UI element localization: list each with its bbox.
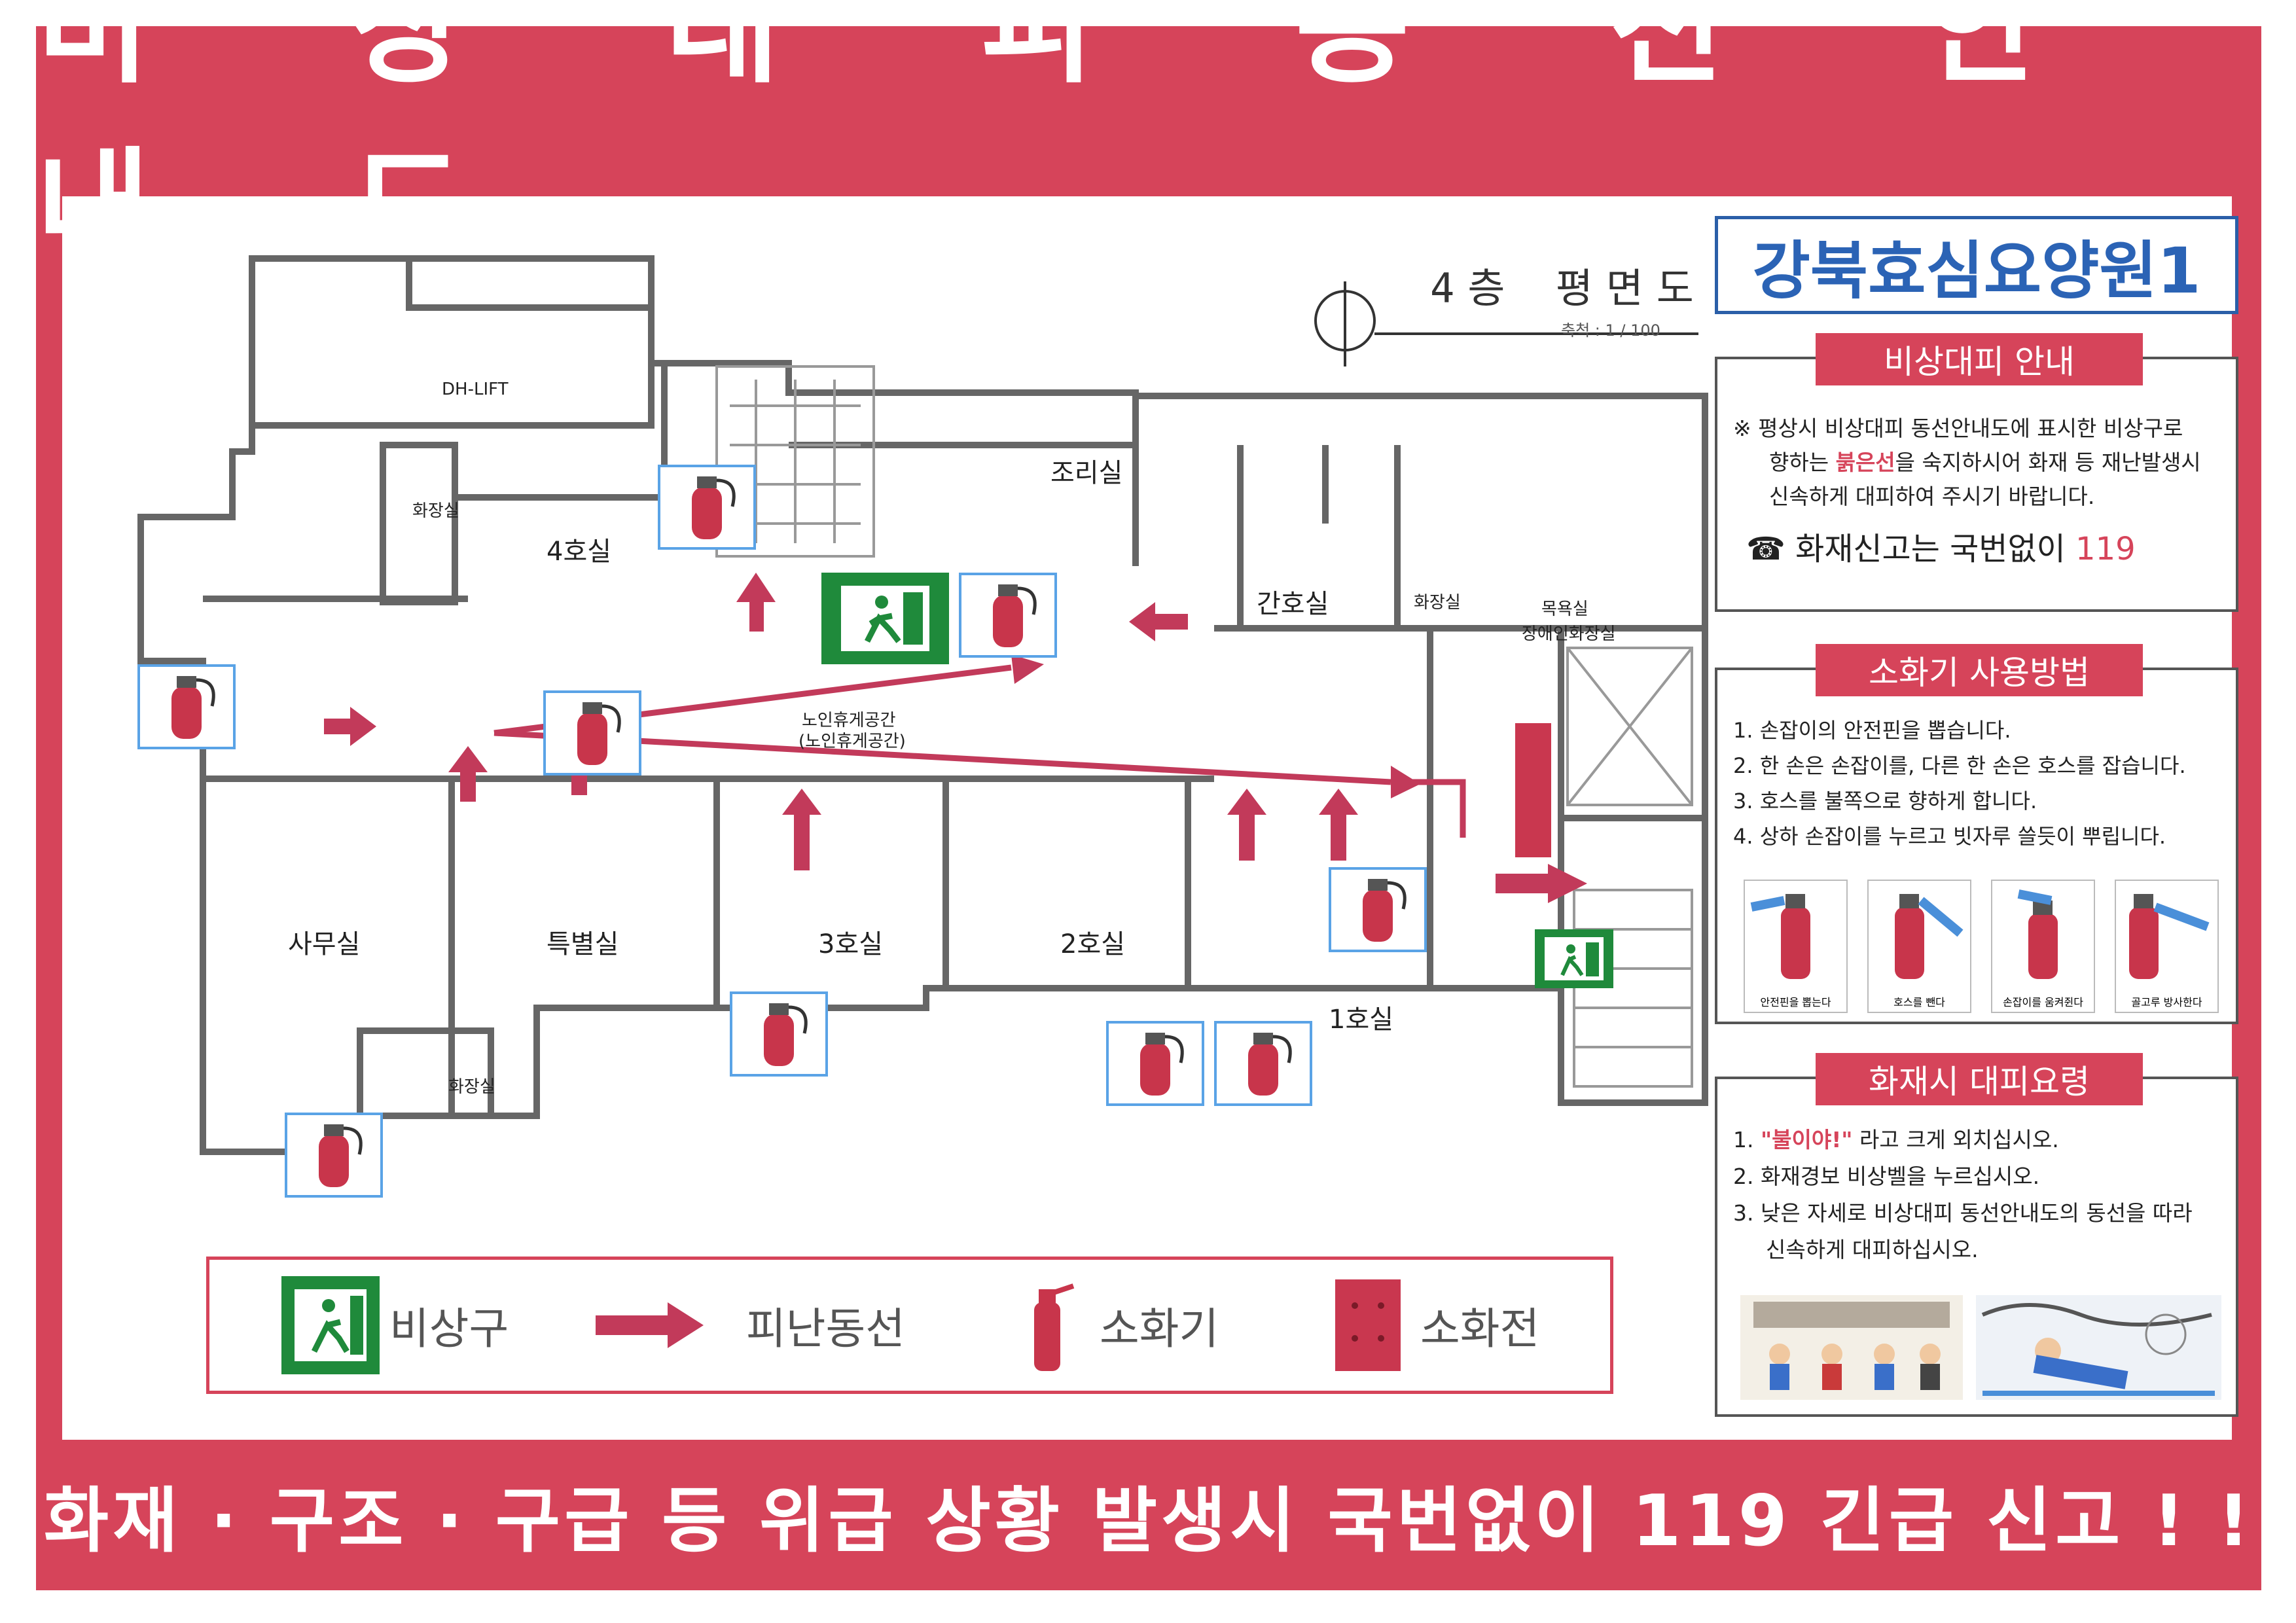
extinguisher-marker xyxy=(658,465,756,550)
evac-guide-line-2a: 향하는 xyxy=(1769,450,1836,475)
extinguisher-howto-heading: 소화기 사용방법 xyxy=(1816,644,2143,696)
phone-icon: ☎ xyxy=(1746,531,1785,567)
evac-step-1a: 1. xyxy=(1733,1127,1761,1152)
route-arrow-icon xyxy=(596,1302,704,1348)
poster-footer: 화재 · 구조 · 구급 등 위급 상황 발생시 국번없이 119 긴급 신고 … xyxy=(43,1480,2254,1562)
howto-step-3: 3. 호스를 불쪽으로 향하게 합니다. xyxy=(1733,789,2037,813)
evac-cartoon-1 xyxy=(1740,1295,1963,1400)
howto-illustration-1: 안전핀을 뽑는다 xyxy=(1744,880,1848,1013)
legend-exit-label: 비상구 xyxy=(389,1304,509,1354)
phone-number: 119 xyxy=(2075,531,2136,567)
room-office: 사무실 xyxy=(288,929,361,959)
room-nurse: 간호실 xyxy=(1257,589,1329,619)
room-1: 1호실 xyxy=(1329,1005,1394,1035)
extinguisher-marker xyxy=(137,664,236,749)
extinguisher-marker xyxy=(1106,1021,1204,1106)
map-legend: 비상구 피난동선 소화기 소화전 xyxy=(206,1257,1613,1394)
room-kitchen: 조리실 xyxy=(1050,458,1123,488)
legend-extinguisher-label: 소화기 xyxy=(1100,1304,1219,1354)
content-panel: 4층 평면도 축척 : 1 / 100 DH-LIFT 조리실 화장실 4호실 … xyxy=(62,196,2238,1440)
room-special: 특별실 xyxy=(547,929,619,959)
room-3: 3호실 xyxy=(818,929,884,959)
hall-label-2: (노인휴게공간) xyxy=(798,732,906,751)
evac-step-1b: 라고 크게 외치십시오. xyxy=(1852,1127,2059,1152)
extinguisher-marker xyxy=(1214,1021,1312,1106)
howto-step-2: 2. 한 손은 손잡이를, 다른 한 손은 호스를 잡습니다. xyxy=(1733,753,2186,778)
room-toilet-1: 화장실 xyxy=(412,501,459,521)
fire-evac-box: 화재시 대피요령 1. "불이야!" 라고 크게 외치십시오. 2. 화재경보 … xyxy=(1715,1053,2238,1417)
room-accessible-toilet: 장애인화장실 xyxy=(1522,624,1616,644)
room-2: 2호실 xyxy=(1060,929,1126,959)
exit-sign-icon xyxy=(281,1276,380,1374)
phone-text: 화재신고는 국번없이 xyxy=(1795,531,2076,567)
extinguisher-howto-box: 소화기 사용방법 1. 손잡이의 안전핀을 뽑습니다. 2. 한 손은 손잡이를… xyxy=(1715,644,2238,1024)
evac-cartoon-2 xyxy=(1976,1295,2221,1400)
fire-hydrant-icon xyxy=(1335,1279,1401,1371)
room-4: 4호실 xyxy=(547,537,612,567)
hall-label-1: 노인휴게공간 xyxy=(802,711,896,730)
room-toilet-3: 화장실 xyxy=(448,1077,495,1097)
red-line-keyword: 붉은선 xyxy=(1835,450,1895,475)
extinguisher-marker xyxy=(285,1113,383,1198)
howto-illustration-4: 골고루 방사한다 xyxy=(2115,880,2219,1013)
extinguisher-marker xyxy=(959,573,1057,658)
fire-evac-heading: 화재시 대피요령 xyxy=(1816,1053,2143,1105)
evac-guide-box: 비상대피 안내 ※ 평상시 비상대피 동선안내도에 표시한 비상구로 향하는 붉… xyxy=(1715,333,2238,612)
howto-step-1: 1. 손잡이의 안전핀을 뽑습니다. xyxy=(1733,718,2011,743)
fire-extinguisher-icon xyxy=(1034,1283,1075,1371)
evac-step-1-shout: "불이야!" xyxy=(1760,1127,1853,1152)
legend-route-label: 피난동선 xyxy=(746,1304,905,1354)
facility-name: 강북효심요양원1 xyxy=(1715,216,2238,314)
north-compass-icon xyxy=(1314,281,1698,366)
emergency-exit-icon xyxy=(1535,929,1613,988)
legend-hydrant-label: 소화전 xyxy=(1420,1304,1540,1354)
floor-plan-title: 4층 평면도 xyxy=(1430,264,1707,312)
evac-guide-line-2b: 을 숙지하시어 화재 등 재난발생시 xyxy=(1895,450,2201,475)
poster-title: 비 상 대 피 동 선 안 내 도 xyxy=(36,0,2118,280)
emergency-exit-icon xyxy=(821,573,949,664)
extinguisher-marker xyxy=(730,991,828,1077)
evac-step-2: 2. 화재경보 비상벨을 누르십시오. xyxy=(1733,1164,2040,1189)
evac-guide-line-1: ※ 평상시 비상대피 동선안내도에 표시한 비상구로 xyxy=(1733,416,2183,441)
poster-frame: 비 상 대 피 동 선 안 내 도 xyxy=(36,0,2261,1590)
evac-guide-heading: 비상대피 안내 xyxy=(1816,333,2143,385)
evac-guide-line-3: 신속하게 대피하여 주시기 바랍니다. xyxy=(1769,484,2095,509)
evac-step-3b: 신속하게 대피하십시오. xyxy=(1766,1237,1979,1262)
hydrant-marker xyxy=(1515,723,1551,857)
floor-plan-scale: 축척 : 1 / 100 xyxy=(1561,321,1660,340)
room-bath: 목욕실 xyxy=(1541,599,1588,619)
howto-illustration-2: 호스를 뺀다 xyxy=(1867,880,1971,1013)
howto-illustration-3: 손잡이를 움켜쥔다 xyxy=(1991,880,2095,1013)
room-elevator: DH-LIFT xyxy=(442,380,509,399)
howto-step-4: 4. 상하 손잡이를 누르고 빗자루 쓸듯이 뿌립니다. xyxy=(1733,824,2166,849)
extinguisher-marker xyxy=(543,690,641,776)
floor-plan xyxy=(137,255,1708,1155)
extinguisher-marker xyxy=(1329,867,1427,952)
evac-step-3: 3. 낮은 자세로 비상대피 동선안내도의 동선을 따라 xyxy=(1733,1200,2193,1226)
room-toilet-2: 화장실 xyxy=(1414,593,1461,613)
